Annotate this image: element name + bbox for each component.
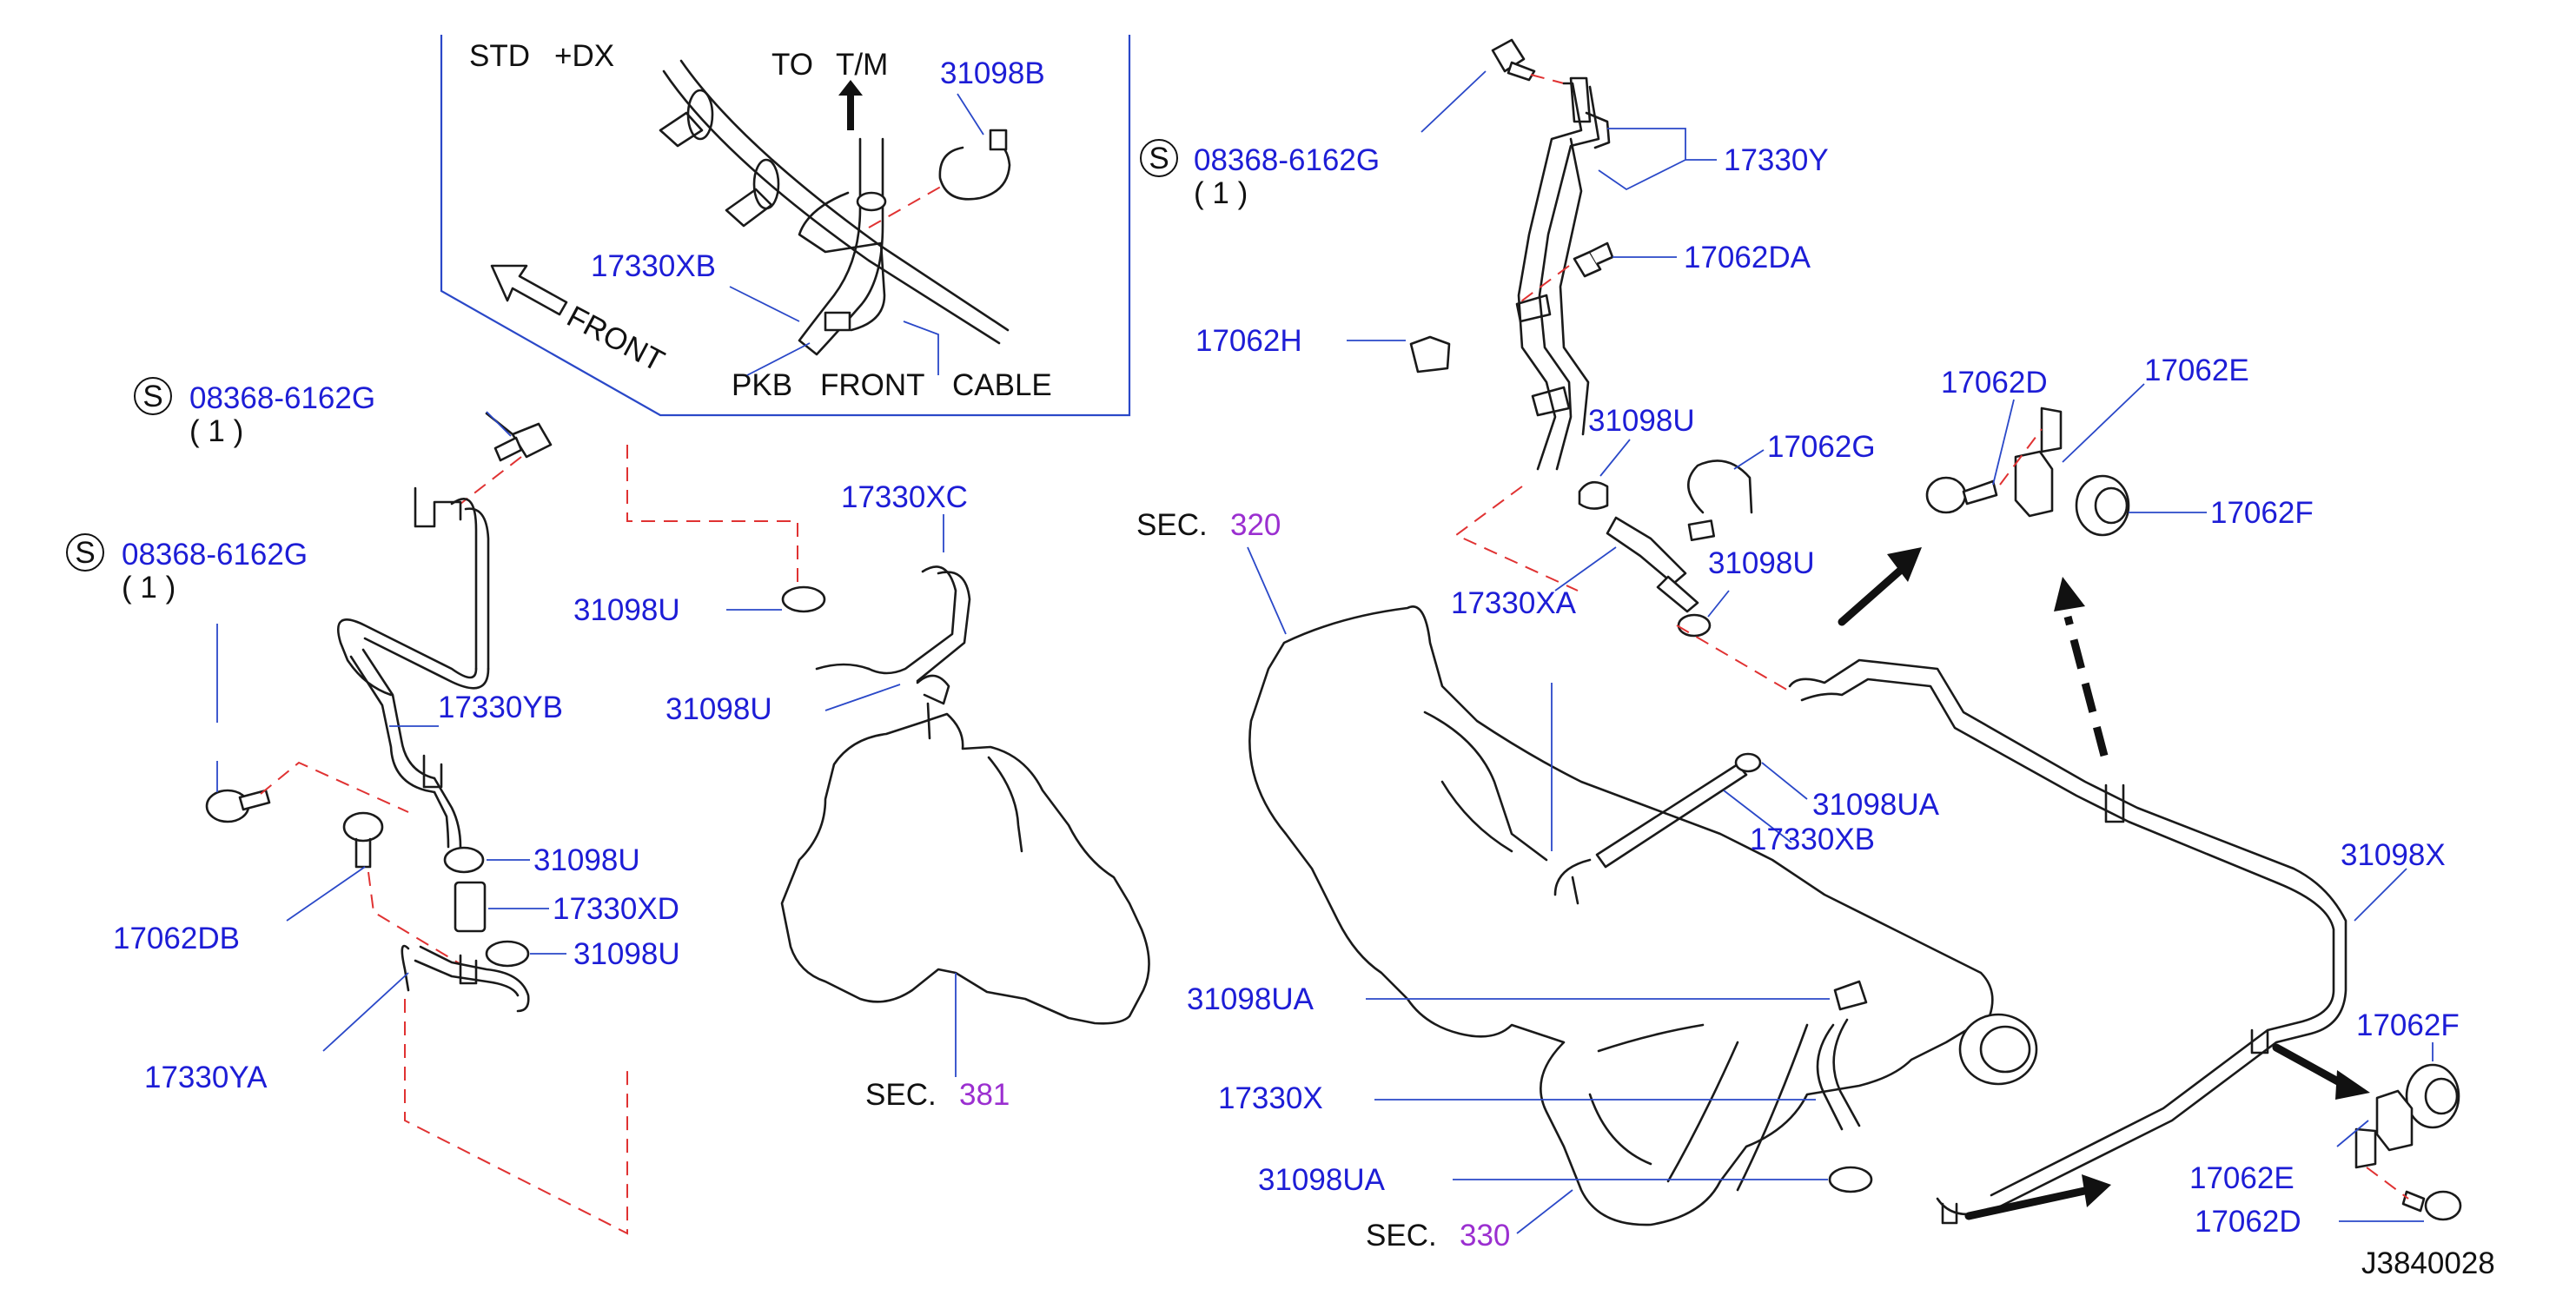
- label-17330yb: 17330YB: [438, 691, 563, 724]
- to-tm-arrow-icon: [838, 80, 863, 130]
- bolt-icon: [205, 789, 271, 823]
- bolt-icon: [1573, 241, 1614, 278]
- label-31098u-c: 31098U: [573, 593, 680, 627]
- front-arrow-icon: [490, 264, 568, 316]
- label-31098x: 31098X: [2341, 838, 2446, 872]
- label-17062d-b: 17062D: [2195, 1205, 2301, 1239]
- inset-front-label: FRONT: [561, 300, 670, 379]
- bushing-17062f-lower: [2405, 1063, 2460, 1129]
- s-marker-1: S: [134, 377, 172, 415]
- label-31098ua-a: 31098UA: [1812, 788, 1940, 822]
- s-marker-3: S: [1140, 139, 1178, 177]
- label-17330y: 17330Y: [1724, 143, 1829, 177]
- svg-text:S: S: [142, 380, 162, 413]
- label-17330ya: 17330YA: [144, 1061, 268, 1094]
- label-bolt-top-qty: ( 1 ): [1194, 176, 1248, 210]
- inset-front-cable-label: FRONT: [820, 368, 925, 402]
- svg-text:S: S: [1149, 142, 1169, 175]
- arrow-icon: [2063, 615, 2109, 757]
- sec-label-330: SEC.: [1366, 1219, 1437, 1253]
- label-17062db: 17062DB: [113, 922, 240, 955]
- sec-num-320: 320: [1230, 508, 1281, 542]
- right-top-assembly: S 08368-6162G ( 1 ) 17330Y 17062DA: [1140, 38, 2314, 757]
- label-17330xb: 17330XB: [1750, 823, 1875, 856]
- label-17062h: 17062H: [1195, 324, 1302, 358]
- sec-label-320: SEC.: [1136, 508, 1208, 542]
- bolt-17062db: [342, 811, 384, 869]
- inset-part-17330xb: 17330XB: [591, 249, 716, 283]
- label-17062e-b: 17062E: [2189, 1161, 2295, 1195]
- label-17062d-a: 17062D: [1941, 366, 2048, 400]
- arrow-icon: [1838, 565, 1905, 626]
- inset-detail: STD +DX TO T/M 31098B 17330XB PKB FRONT …: [440, 35, 1131, 417]
- label-17062g: 17062G: [1767, 430, 1876, 464]
- label-bolt-left-a: 08368-6162G: [189, 381, 375, 415]
- label-31098u-b: 31098U: [1708, 546, 1815, 580]
- label-31098ua-b: 31098UA: [1187, 982, 1314, 1016]
- inset-std-label: STD: [469, 39, 530, 73]
- svg-text:S: S: [75, 536, 95, 570]
- label-17062da: 17062DA: [1684, 241, 1811, 274]
- transfer-case-outline: [780, 712, 1150, 1025]
- diagram-id: J3840028: [2361, 1246, 2495, 1280]
- engine-assembly: SEC. 320 17330XB 31098UA 31098X: [1136, 508, 2446, 1253]
- bolt-17062d-top: [1925, 476, 1998, 514]
- label-31098u-f: 31098U: [573, 937, 680, 971]
- inset-tm-label: T/M: [836, 48, 888, 82]
- label-31098ua-c: 31098UA: [1258, 1163, 1386, 1197]
- label-17062f-a: 17062F: [2210, 496, 2314, 530]
- bushing-17062f-top: [2075, 474, 2130, 537]
- label-bolt-left-a-qty: ( 1 ): [189, 414, 243, 448]
- label-17062e-a: 17062E: [2144, 354, 2249, 387]
- label-31098u-e: 31098U: [533, 843, 640, 877]
- label-bolt-left-b: 08368-6162G: [122, 538, 308, 572]
- s-marker-2: S: [66, 533, 104, 572]
- label-17062f-b: 17062F: [2356, 1008, 2460, 1042]
- label-17330xd: 17330XD: [553, 892, 679, 926]
- label-17330xa: 17330XA: [1451, 586, 1577, 620]
- inset-part-31098b: 31098B: [940, 56, 1045, 90]
- label-17330x: 17330X: [1218, 1081, 1323, 1115]
- label-31098u-d: 31098U: [666, 692, 772, 726]
- bolt-17062d-lower: [2401, 1190, 2462, 1221]
- right-lower-assembly: 17062F 17062E 17062D J3840028: [2189, 1008, 2495, 1280]
- bolt-icon: [1491, 38, 1536, 82]
- sec-num-330: 330: [1460, 1219, 1510, 1253]
- label-31098u-a: 31098U: [1588, 404, 1695, 438]
- left-assembly: S 08368-6162G ( 1 ) S 08368-6162G ( 1 ): [66, 377, 680, 1235]
- center-assembly: 17330XC 31098U 31098U SEC. 381: [573, 445, 1150, 1112]
- inset-pkb-label: PKB: [732, 368, 792, 402]
- sec-num-381: 381: [959, 1078, 1010, 1112]
- inset-to-label: TO: [771, 48, 813, 82]
- clip-31098b: [938, 139, 1011, 201]
- bolt-icon: [485, 412, 553, 462]
- label-bolt-top: 08368-6162G: [1194, 143, 1380, 177]
- clip-17062g: [1687, 459, 1753, 514]
- inset-cable-label: CABLE: [952, 368, 1052, 402]
- label-bolt-left-b-qty: ( 1 ): [122, 571, 175, 605]
- label-17330xc: 17330XC: [841, 480, 968, 514]
- inset-dx-label: +DX: [554, 39, 614, 73]
- engine-outline: [1248, 605, 1994, 1226]
- sec-label-381: SEC.: [865, 1078, 937, 1112]
